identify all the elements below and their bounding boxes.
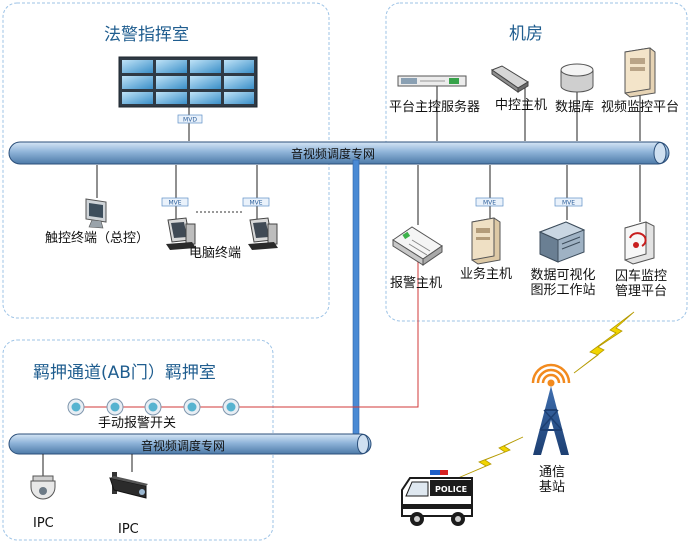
rack-server-icon <box>397 75 467 87</box>
mvd-tag: MVD <box>177 114 203 124</box>
base-station-line1: 通信 <box>538 465 565 480</box>
vehicle-platform-icon <box>624 221 655 265</box>
business-host-label: 业务主机 <box>460 267 513 282</box>
court-room-region <box>2 2 330 319</box>
alarm-switch <box>183 398 201 416</box>
lightning-icon <box>457 436 524 479</box>
prison-car-platform-label: 囚车监控 管理平台 <box>611 269 671 300</box>
business-host-icon <box>471 217 501 265</box>
court-room-title: 法警指挥室 <box>104 25 189 45</box>
visual-workstation-label: 数据可视化 图形工作站 <box>528 268 598 299</box>
pc-icon <box>166 217 196 250</box>
lower-bus-connectors <box>42 454 133 476</box>
visual-workstation-line1: 数据可视化 <box>530 268 596 283</box>
lower-bus <box>8 433 372 455</box>
alarm-signal-line <box>76 255 419 408</box>
video-platform-label: 视频监控平台 <box>601 100 680 115</box>
visual-workstation-line2: 图形工作站 <box>530 282 596 298</box>
base-station-label: 通信 基站 <box>530 465 574 496</box>
mve-tag: MVE <box>475 197 504 207</box>
alarm-switch <box>106 398 124 416</box>
base-station-line2: 基站 <box>538 479 565 495</box>
upper-bus <box>8 141 670 165</box>
bullet-camera-icon <box>109 472 148 499</box>
tower-server-icon <box>624 47 656 98</box>
alarm-host-icon <box>392 226 443 266</box>
video-wall-icon <box>118 56 258 108</box>
dome-camera-icon <box>30 475 56 500</box>
upper-bus-connectors <box>96 85 641 225</box>
machine-room-title: 机房 <box>509 24 543 44</box>
pc-terminal-label: 电脑终端 <box>189 246 242 261</box>
upper-bus-label: 音视频调度专网 <box>291 147 376 161</box>
workstation-icon <box>538 221 586 263</box>
police-van-icon: POLICE <box>401 470 473 526</box>
platform-server-label: 平台主控服务器 <box>389 100 481 115</box>
mve-tag-text: MVE <box>562 200 575 207</box>
communication-tower-icon <box>531 363 571 455</box>
touch-terminal-label: 触控终端（总控） <box>45 231 150 246</box>
lower-bus-label: 音视频调度专网 <box>141 439 226 453</box>
switch-icon <box>490 65 529 93</box>
ipc-dome-label: IPC <box>33 516 54 531</box>
database-icon <box>560 63 594 93</box>
prison-car-line2: 管理平台 <box>614 283 667 299</box>
database-label: 数据库 <box>555 100 595 115</box>
custody-room-title: 羁押通道(AB门）羁押室 <box>33 363 216 383</box>
manual-alarm-label: 手动报警开关 <box>98 416 177 431</box>
touch-monitor-icon <box>85 198 107 229</box>
police-sign-text: POLICE <box>435 485 467 494</box>
ipc-bullet-label: IPC <box>118 522 139 537</box>
mve-tag: MVE <box>161 197 189 207</box>
mve-tag-text: MVE <box>483 200 496 207</box>
pc-icon <box>248 217 278 250</box>
central-host-label: 中控主机 <box>495 98 548 113</box>
alarm-switch <box>144 398 162 416</box>
lightning-icon <box>573 311 635 374</box>
manual-alarm-switches <box>67 398 240 416</box>
mve-tag: MVE <box>554 197 583 207</box>
alarm-host-label: 报警主机 <box>390 276 443 291</box>
alarm-switch <box>67 398 85 416</box>
mve-tag-text: MVE <box>168 200 181 207</box>
mvd-tag-text: MVD <box>183 117 197 124</box>
mve-tag: MVE <box>242 197 270 207</box>
prison-car-line1: 囚车监控 <box>614 269 667 284</box>
custody-room-region <box>2 339 274 541</box>
inter-bus-link <box>352 159 360 441</box>
alarm-switch <box>222 398 240 416</box>
mve-tag-text: MVE <box>249 200 262 207</box>
